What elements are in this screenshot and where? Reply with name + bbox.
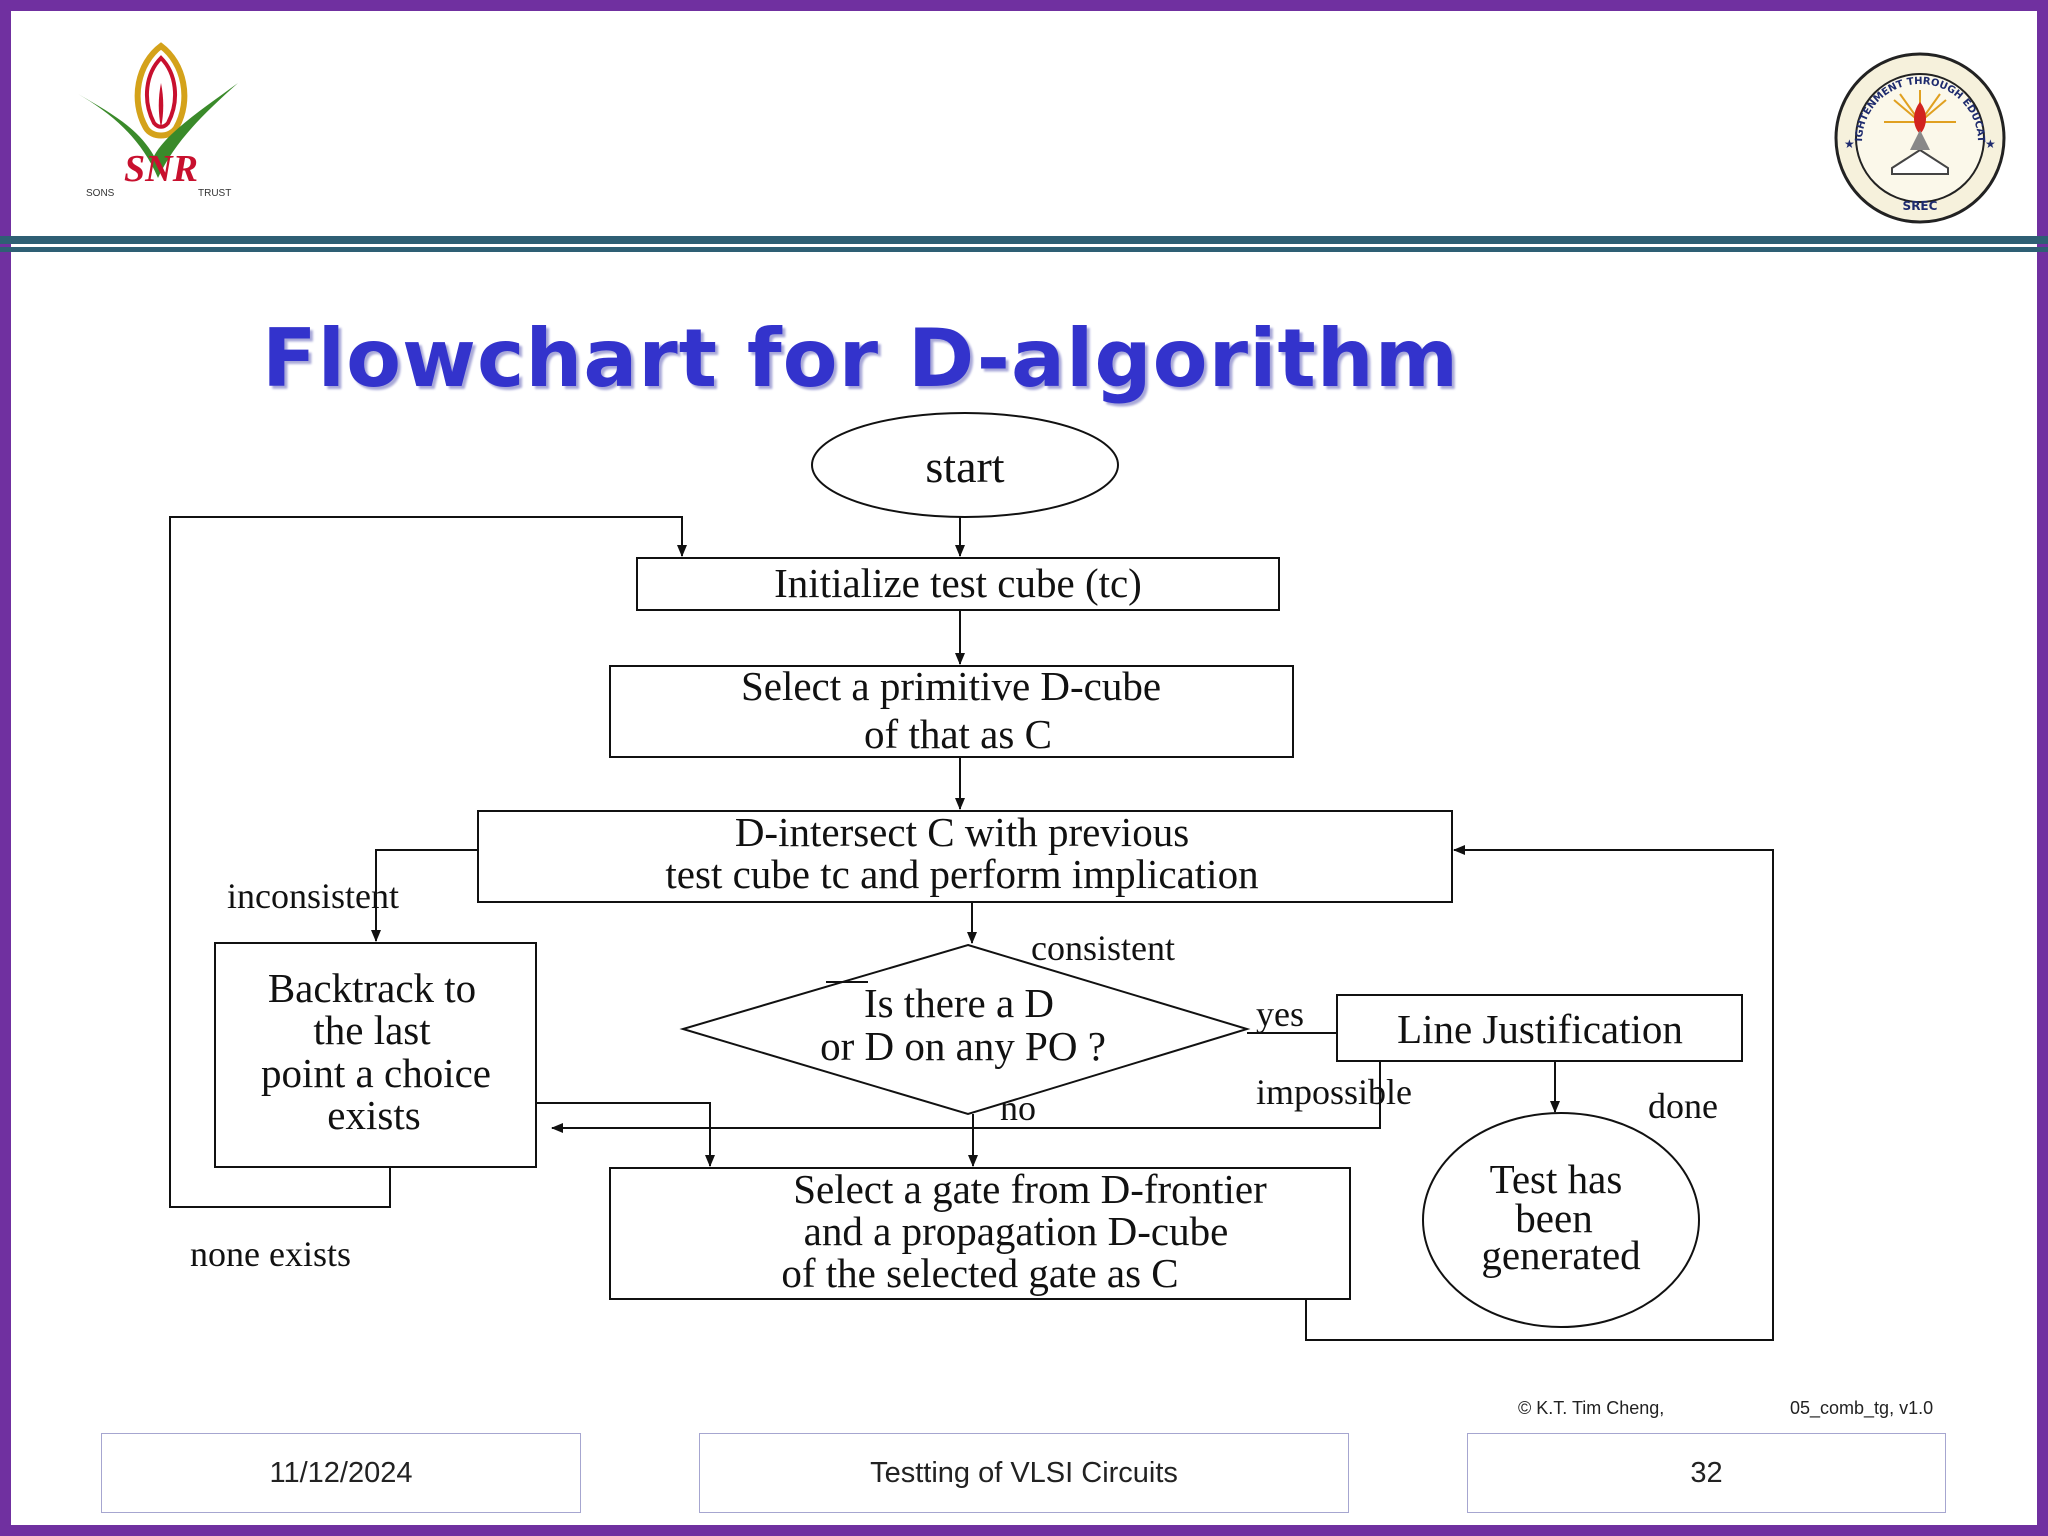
edge-label-consistent: consistent [1031, 928, 1175, 968]
node-decision [679, 943, 1251, 1116]
label-backtrack-line3: point a choice [261, 1050, 491, 1096]
edge-label-yes: yes [1256, 994, 1304, 1034]
edge-backtrack-select-gate [536, 1102, 715, 1167]
node-select-gate [609, 1167, 1351, 1300]
slide-title: Flowchart for D-algorithm [262, 312, 1460, 405]
label-line-justification: Line Justification [1397, 1006, 1683, 1052]
label-intersect-line2: test cube tc and perform implication [665, 851, 1258, 897]
label-initialize: Initialize test cube (tc) [774, 560, 1142, 606]
edge-none-exists [169, 516, 687, 1208]
svg-text:SONS: SONS [86, 188, 115, 199]
edge-select-gate-loop [1305, 845, 1774, 1341]
edge-label-impossible: impossible [1256, 1072, 1412, 1112]
label-start: start [925, 441, 1004, 492]
footer-course: Testting of VLSI Circuits [699, 1433, 1349, 1513]
snr-sons-trust-logo: SNR SONS TRUST [78, 42, 238, 199]
label-test-line3: generated [1481, 1232, 1640, 1278]
srec-seal: ENLIGHTENMENT THROUGH EDUCATION ★ ★ SREC [1832, 50, 2006, 224]
label-decision-line2: or D on any PO ? [820, 1023, 1106, 1069]
label-backtrack-line1: Backtrack to [268, 965, 476, 1011]
credit-author: © K.T. Tim Cheng, [1518, 1398, 1665, 1418]
footer-date: 11/12/2024 [101, 1433, 581, 1513]
svg-text:★: ★ [1985, 137, 1996, 151]
label-select-gate-line2: and a propagation D-cube [804, 1208, 1229, 1254]
edge-label-done: done [1648, 1086, 1718, 1126]
node-line-justification [1336, 994, 1743, 1062]
svg-text:★: ★ [1844, 137, 1855, 151]
edge-label-no: no [1000, 1088, 1036, 1128]
edge-inconsistent [371, 849, 478, 942]
node-select-primitive-cube [609, 665, 1294, 758]
svg-text:TRUST: TRUST [198, 188, 231, 199]
label-select-cube-line2: of that as C [864, 711, 1052, 757]
svg-text:SREC: SREC [1903, 199, 1938, 213]
header-divider-bottom [0, 247, 2048, 252]
edge-label-inconsistent: inconsistent [227, 876, 399, 916]
label-select-cube-line1: Select a primitive D-cube [741, 663, 1161, 709]
edge-impossible [551, 1061, 1381, 1133]
node-start [811, 412, 1119, 518]
label-test-line1: Test has [1490, 1156, 1623, 1202]
edge-label-none-exists: none exists [190, 1234, 351, 1274]
node-test-generated [1422, 1112, 1700, 1328]
node-d-intersect [477, 810, 1453, 903]
credit-file: 05_comb_tg, v1.0 [1790, 1398, 1934, 1418]
node-initialize [636, 557, 1280, 611]
label-test-line2: been [1515, 1195, 1592, 1241]
label-select-gate-line1: Select a gate from D-frontier [793, 1166, 1267, 1212]
footer-page-number: 32 [1467, 1433, 1946, 1513]
label-backtrack-line2: the last [313, 1007, 431, 1053]
header-divider-top [0, 236, 2048, 244]
label-select-gate-line3: of the selected gate as C [781, 1250, 1178, 1296]
label-intersect-line1: D-intersect C with previous [735, 809, 1189, 855]
node-backtrack [214, 942, 537, 1168]
label-backtrack-line4: exists [327, 1092, 420, 1138]
svg-text:SNR: SNR [124, 148, 198, 190]
label-decision-line1: Is there a D [864, 980, 1054, 1026]
